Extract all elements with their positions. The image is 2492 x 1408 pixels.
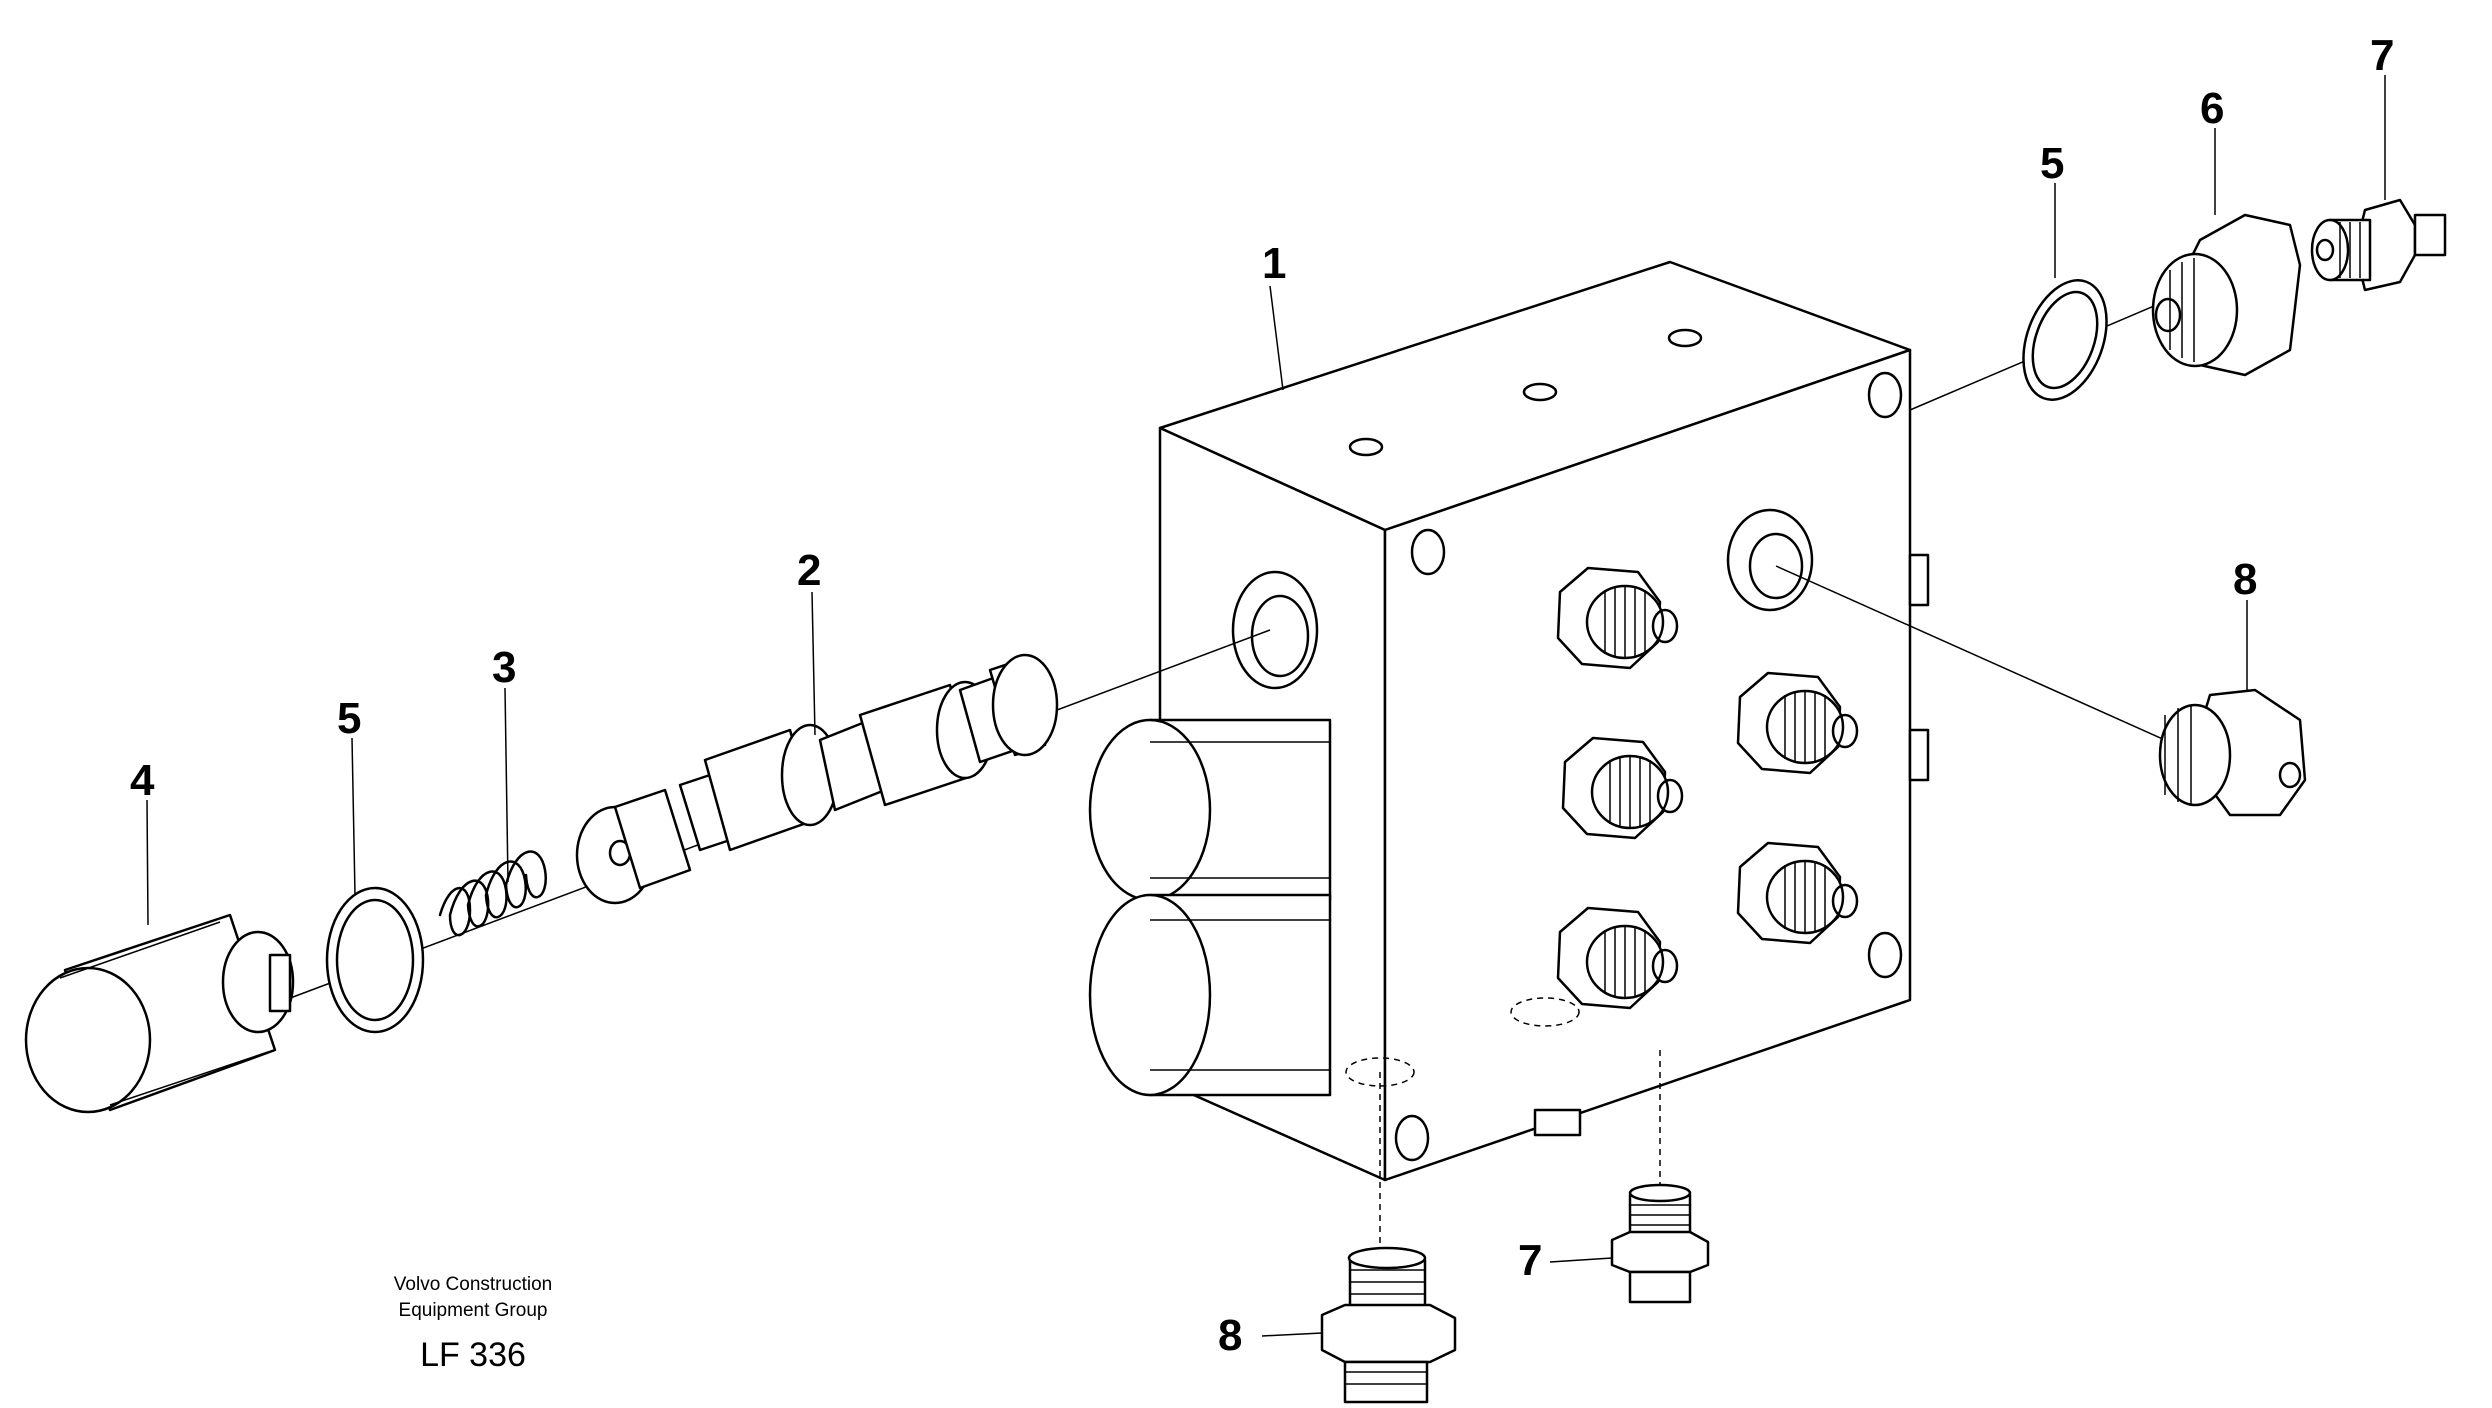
left-hex-plugs: [1088, 718, 1332, 1097]
part-7-nipple-bottom: [1610, 1183, 1710, 1304]
part-7-nipple-top: [2310, 198, 2447, 292]
part-2-spool: [575, 653, 1059, 905]
callout-1: 1: [1262, 239, 1286, 288]
part-4-cap: [24, 913, 295, 1114]
callout-5-left: 5: [337, 694, 361, 743]
leader-lines: [146, 75, 2386, 1337]
callout-6: 6: [2200, 84, 2224, 133]
part-5-seal-ring-left: [325, 886, 425, 1034]
part-5-seal-ring-right: [2022, 279, 2108, 401]
caption-line-1: Volvo Construction: [394, 1274, 552, 1295]
callout-2: 2: [797, 546, 821, 595]
callout-8-right: 8: [2233, 555, 2257, 604]
callout-3: 3: [492, 643, 516, 692]
part-8-adapter-bottom: [1320, 1246, 1457, 1404]
figure-code: LF 336: [420, 1336, 526, 1374]
callout-4: 4: [130, 756, 155, 805]
callout-8-bottom: 8: [1218, 1311, 1242, 1360]
caption-line-2: Equipment Group: [399, 1300, 548, 1321]
front-fittings: [1556, 566, 1859, 1010]
callout-5-right: 5: [2040, 139, 2064, 188]
part-8-adapter-right: [2158, 688, 2307, 817]
callout-7-bottom: 7: [1518, 1236, 1542, 1285]
part-6-nut-adapter: [2151, 213, 2302, 377]
callout-7-top: 7: [2370, 31, 2394, 80]
part-3-spring: [438, 850, 547, 937]
